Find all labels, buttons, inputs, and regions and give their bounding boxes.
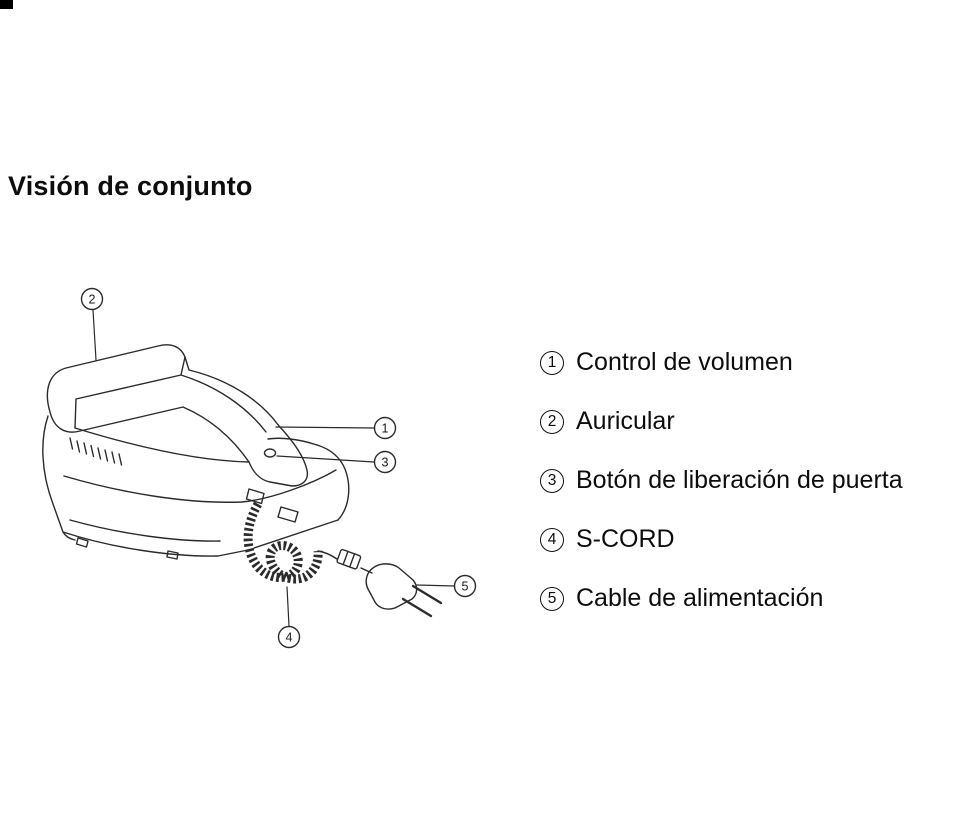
base-foot — [75, 537, 179, 560]
base-top-rim — [74, 427, 318, 463]
legend-number-badge-4: 4 — [540, 527, 564, 552]
callout-3-number: 3 — [382, 456, 389, 470]
leader-5 — [416, 584, 455, 587]
cord-port — [245, 488, 265, 505]
door-release-button — [263, 448, 277, 458]
handset-facet-lines — [74, 356, 267, 433]
legend-number-badge-1: 1 — [540, 350, 564, 375]
phone-drawing — [42, 344, 443, 618]
base-inner-bottom-line — [69, 519, 221, 542]
cord-tail — [317, 550, 338, 560]
legend-label-2: Auricular — [576, 407, 675, 435]
legend-label-4: S-CORD — [576, 525, 675, 553]
callout-2: 2 — [80, 287, 104, 311]
handset-outline — [46, 344, 309, 487]
s-cord-connector — [336, 548, 362, 570]
legend-number-badge-5: 5 — [540, 586, 564, 611]
page-corner-mark — [0, 0, 13, 9]
plug-prong-2 — [401, 597, 433, 618]
legend-label-3: Botón de liberación de puerta — [576, 466, 903, 494]
cord-port-2 — [277, 506, 299, 523]
callout-2-number: 2 — [89, 293, 96, 307]
callout-4-number: 4 — [286, 631, 293, 645]
legend-number-badge-3: 3 — [540, 468, 564, 493]
coiled-cord — [243, 501, 323, 584]
callout-4: 4 — [277, 625, 301, 649]
base-front-contour — [63, 469, 337, 503]
base-left-face — [42, 415, 76, 541]
leader-1 — [275, 426, 375, 429]
legend-number-badge-2: 2 — [540, 409, 564, 434]
legend-item-4: 4 S-CORD — [540, 510, 903, 569]
legend-item-3: 3 Botón de liberación de puerta — [540, 451, 903, 510]
legend-item-5: 5 Cable de alimentación — [540, 569, 903, 628]
connector-cable — [360, 567, 373, 574]
legend-item-2: 2 Auricular — [540, 392, 903, 451]
callout-leader-lines — [92, 309, 455, 627]
leader-3 — [276, 455, 375, 463]
leader-4 — [286, 586, 290, 627]
callout-1: 1 — [373, 416, 397, 440]
callout-3: 3 — [373, 450, 397, 474]
base-right-end — [316, 444, 350, 521]
plug-prong-1 — [411, 584, 443, 605]
legend-label-5: Cable de alimentación — [576, 584, 824, 612]
callout-1-number: 1 — [382, 422, 389, 436]
base-bottom-edge — [62, 519, 339, 557]
legend-label-1: Control de volumen — [576, 348, 793, 376]
speaker-grille — [69, 437, 123, 466]
phone-overview-diagram: 2 1 3 5 4 — [42, 287, 477, 649]
callout-5-number: 5 — [462, 580, 469, 594]
legend: 1 Control de volumen 2 Auricular 3 Botón… — [540, 333, 903, 628]
leader-2 — [92, 309, 97, 361]
callout-5: 5 — [453, 574, 477, 598]
legend-item-1: 1 Control de volumen — [540, 333, 903, 392]
page-title: Visión de conjunto — [8, 171, 253, 202]
power-plug-body — [365, 563, 418, 610]
